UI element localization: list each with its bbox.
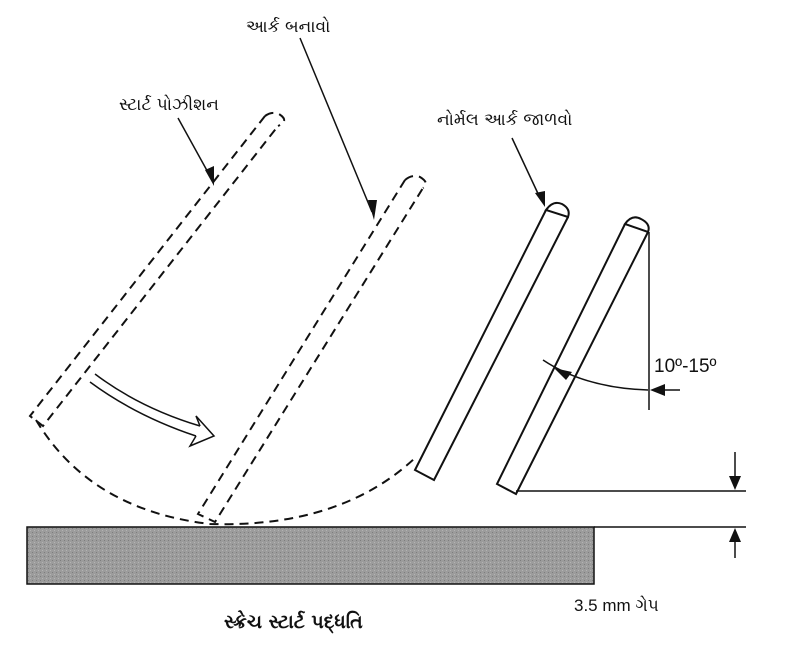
leader-make-arc [299,37,377,220]
label-angle: 10º-15º [654,356,717,377]
label-gap: 3.5 mm ગેપ [574,595,659,615]
electrode-start-position [28,111,286,428]
electrode-make-arc [196,175,427,524]
label-maintain-arc: નોર્મલ આર્ક જાળવો [437,109,572,130]
diagram-caption: સ્ક્રેચ સ્ટાર્ટ પદ્ધતિ [224,610,363,635]
leader-normal-arc [511,137,545,207]
scratch-path-arc [35,419,416,526]
motion-arrow [89,373,216,448]
base-plate [26,526,595,585]
electrode-normal-arc [413,201,570,482]
label-start-position: સ્ટાર્ટ પોઝીશન [119,94,219,115]
angle-indicator [542,232,680,410]
leader-start-position [177,117,214,186]
gap-dimension-arrows [729,452,741,558]
electrode-maintain-arc [495,216,650,496]
label-make-arc: આર્ક બનાવો [246,16,330,37]
